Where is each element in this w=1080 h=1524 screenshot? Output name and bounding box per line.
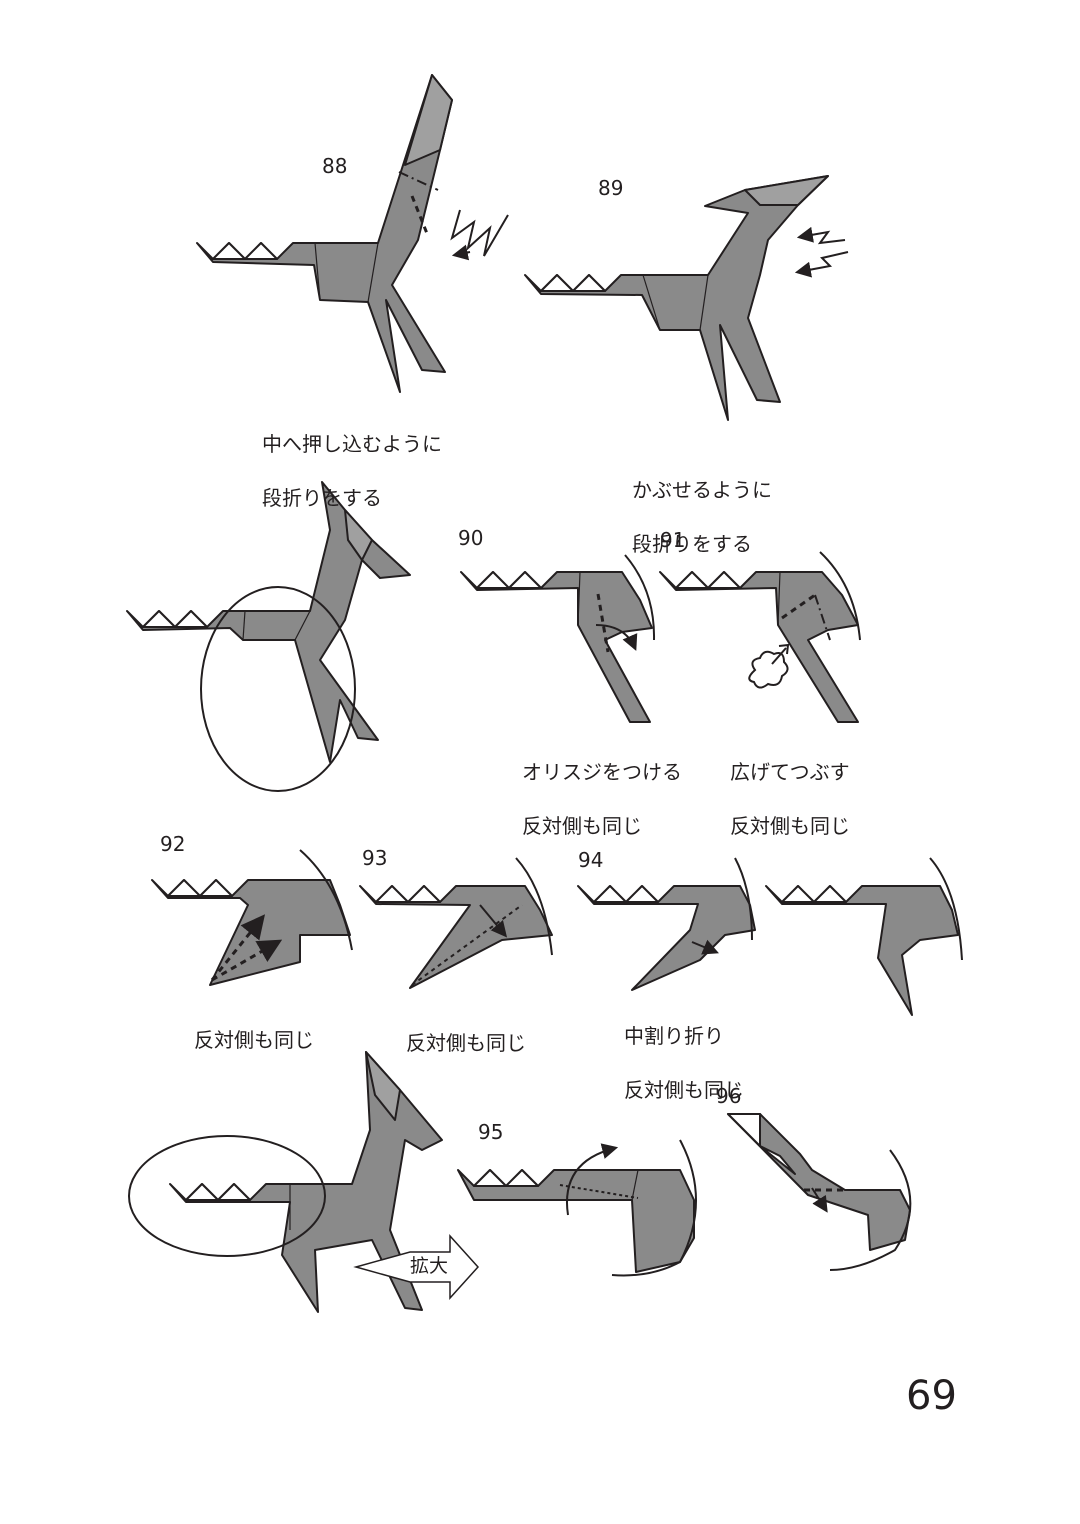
caption-90-line-1: オリスジをつける [522, 760, 682, 784]
caption-92-line-1: 反対側も同じ [194, 1028, 314, 1052]
step-89-figure [524, 175, 829, 421]
step-88-arrow [450, 209, 509, 261]
step-number-89: 89 [598, 176, 624, 200]
step-number-93: 93 [362, 846, 388, 870]
focus-ellipse-legs [200, 586, 356, 792]
caption-94: 中割り折り 反対側も同じ [624, 996, 744, 1131]
step-93-figure [359, 857, 553, 989]
caption-90-line-2: 反対側も同じ [522, 814, 642, 838]
enlarge-label: 拡大 [410, 1255, 449, 1277]
step-number-96: 96 [716, 1084, 742, 1108]
caption-89: かぶせるように 段折りをする [632, 450, 772, 585]
step-number-88: 88 [322, 154, 348, 178]
step-number-95: 95 [478, 1120, 504, 1144]
caption-94-line-2: 反対側も同じ [624, 1078, 744, 1102]
step-94-figure [577, 857, 756, 991]
caption-93-line-1: 反対側も同じ [406, 1031, 526, 1055]
deer-result-figure [126, 481, 411, 763]
step-number-94: 94 [578, 848, 604, 872]
caption-91: 広げてつぶす 反対側も同じ [730, 732, 850, 867]
focus-ellipse-tail [128, 1135, 326, 1257]
enlarge-arrow-icon [353, 1234, 480, 1300]
caption-90: オリスジをつける 反対側も同じ [522, 732, 682, 867]
page-number: 69 [906, 1373, 957, 1419]
caption-88-line-1: 中へ押し込むように [262, 432, 442, 456]
deer-tail-focus-figure [169, 1051, 443, 1313]
step-90-figure [460, 554, 656, 723]
caption-92: 反対側も同じ [194, 1000, 314, 1081]
caption-88: 中へ押し込むように 段折りをする [262, 404, 442, 539]
step-88-figure [196, 74, 453, 393]
caption-89-line-2: 段折りをする [632, 532, 752, 556]
caption-91-line-1: 広げてつぶす [730, 760, 850, 784]
step-92-figure [151, 849, 353, 986]
step-96-figure [727, 1113, 912, 1271]
caption-91-line-2: 反対側も同じ [730, 814, 850, 838]
step-89-arrow [794, 226, 849, 278]
step-94-result-figure [765, 857, 963, 1016]
caption-94-line-1: 中割り折り [624, 1024, 724, 1048]
step-95-figure [457, 1139, 697, 1277]
caption-88-line-2: 段折りをする [262, 486, 382, 510]
step-91-figure [659, 551, 861, 723]
step-91-inflate-icon [748, 643, 790, 689]
step-number-91: 91 [660, 528, 686, 552]
caption-89-line-1: かぶせるように [632, 478, 772, 502]
step-number-92: 92 [160, 832, 186, 856]
step-number-90: 90 [458, 526, 484, 550]
caption-93: 反対側も同じ [406, 1003, 526, 1084]
